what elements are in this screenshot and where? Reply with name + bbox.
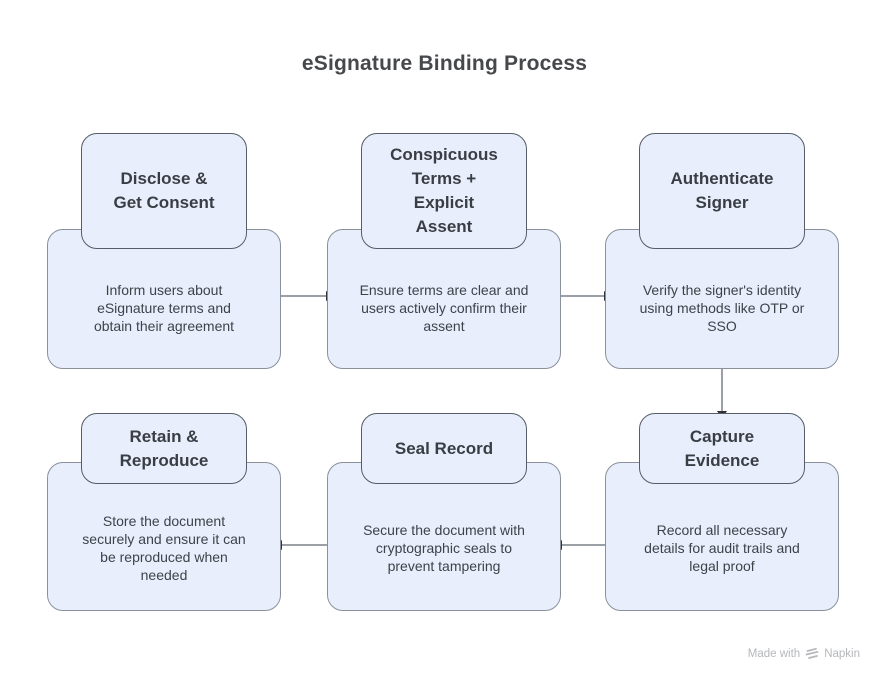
watermark: Made with Napkin [748,647,860,660]
node-body: Store the document securely and ensure i… [47,462,281,611]
node-body: Ensure terms are clear and users activel… [327,229,561,369]
node-body: Record all necessary details for audit t… [605,462,839,611]
watermark-brand: Napkin [824,647,860,660]
node-body: Secure the document with cryptographic s… [327,462,561,611]
node-title: Retain & Reproduce [119,426,209,470]
arrow-authenticate-to-capture [717,369,727,419]
node-header: Retain & Reproduce [81,413,247,484]
node-description: Ensure terms are clear and users activel… [359,282,529,334]
node-header: Disclose & Get Consent [81,133,247,249]
watermark-prefix: Made with [747,647,801,660]
node-title: Capture Evidence [684,426,760,470]
node-description: Secure the document with cryptographic s… [363,521,525,574]
napkin-logo-icon [805,647,819,659]
node-title: Seal Record [394,438,494,458]
node-header: Capture Evidence [639,413,805,484]
node-header: Seal Record [361,413,527,484]
node-description: Store the document securely and ensure i… [82,512,246,583]
arrow-capture-to-seal [554,540,605,550]
node-body: Verify the signer's identity using metho… [605,229,839,369]
node-title: Disclose & Get Consent [113,169,215,212]
node-title: Authenticate Signer [670,169,774,212]
node-description: Verify the signer's identity using metho… [639,282,805,334]
node-header: Authenticate Signer [639,133,805,249]
node-body: Inform users about eSignature terms and … [47,229,281,369]
arrow-disclose-to-conspicuous [281,291,334,301]
diagram-title: eSignature Binding Process [301,52,588,75]
node-description: Record all necessary details for audit t… [644,521,800,574]
arrow-seal-to-retain [274,540,327,550]
node-description: Inform users about eSignature terms and … [93,282,235,334]
node-title: Conspicuous Terms + Explicit Assent [390,145,498,236]
arrow-conspicuous-to-authenticate [561,291,612,301]
node-header: Conspicuous Terms + Explicit Assent [361,133,527,249]
